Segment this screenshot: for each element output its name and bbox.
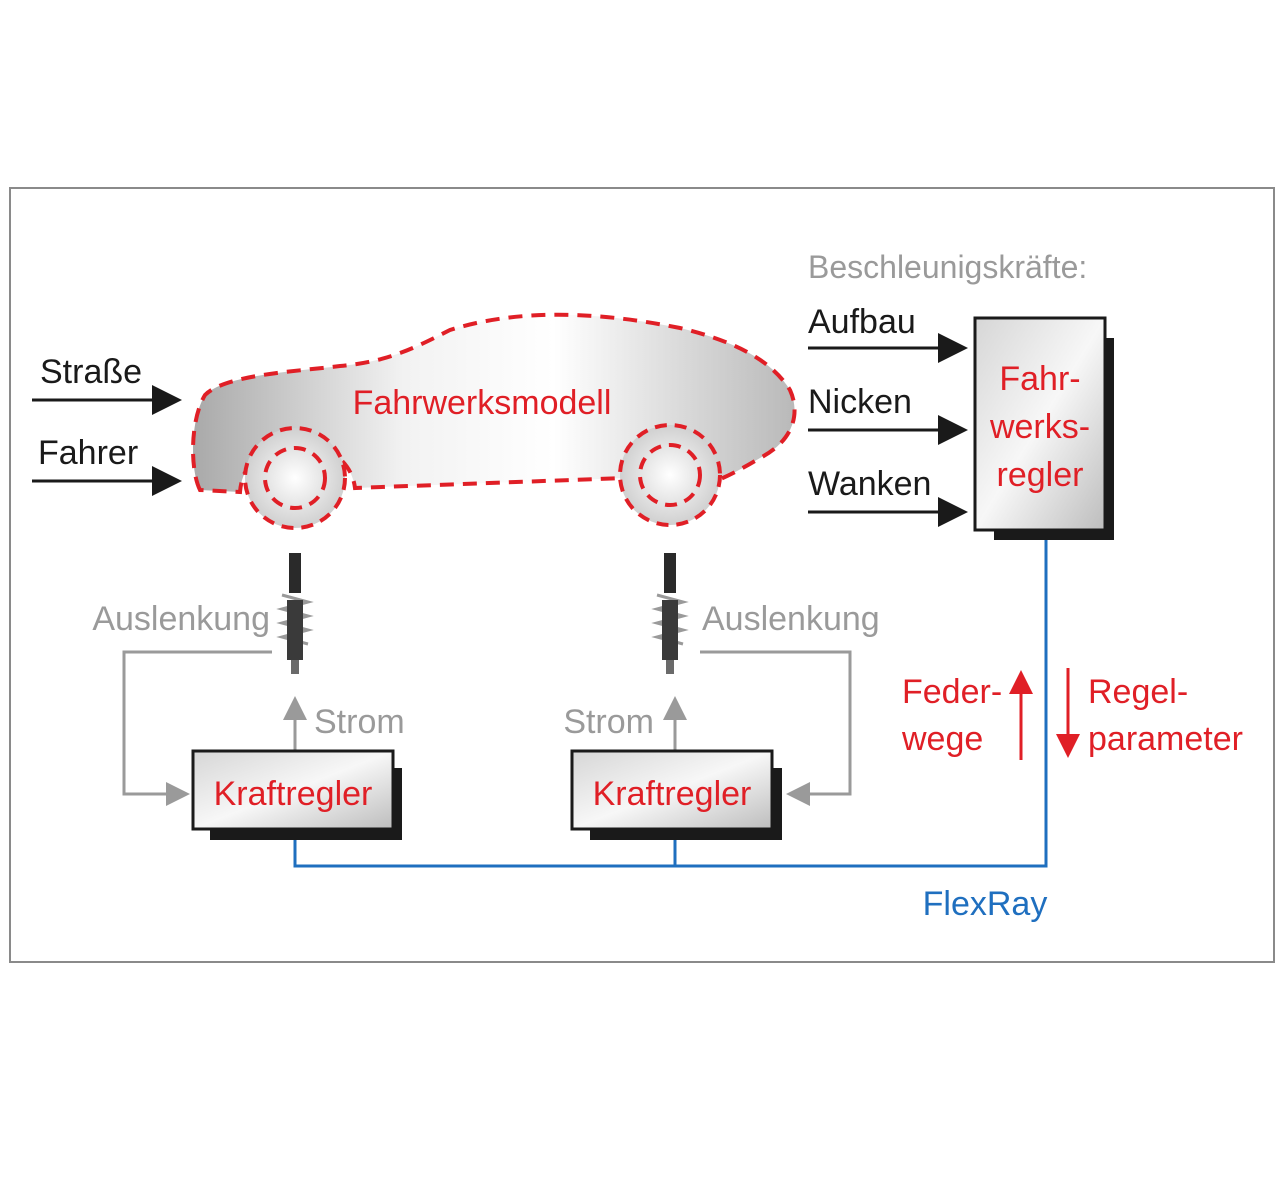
chassis-controller-label-2: werks- — [989, 408, 1090, 446]
regelparameter-label-2: parameter — [1088, 720, 1243, 758]
front-wheel-outer — [243, 426, 347, 530]
left-damper-icon — [276, 553, 314, 674]
force-controller-right-label: Kraftregler — [593, 775, 752, 813]
front-wheel-inner — [263, 446, 327, 510]
auslenkung-right-label: Auslenkung — [702, 600, 880, 638]
right-damper-icon — [651, 553, 689, 674]
left-feedback-arrow — [122, 650, 272, 806]
federwege-label-1: Feder- — [902, 673, 1002, 711]
rear-wheel-inner — [638, 443, 702, 507]
chassis-controller-label-3: regler — [997, 456, 1084, 494]
chassis-controller-box — [973, 316, 1107, 532]
input-strasse-label: Straße — [40, 353, 142, 391]
force-controller-right-box — [570, 749, 774, 831]
nicken-label: Nicken — [808, 383, 912, 421]
car-model: Fahrwerksmodell — [191, 312, 797, 530]
federwege-label-2: wege — [901, 720, 983, 758]
chassis-controller-label-1: Fahr- — [999, 360, 1080, 398]
acceleration-title: Beschleunigskräfte: — [808, 249, 1087, 285]
strom-right-label: Strom — [563, 703, 654, 741]
aufbau-label: Aufbau — [808, 303, 916, 341]
diagram-frame — [9, 187, 1275, 963]
force-controller-right: Kraftregler — [570, 749, 782, 840]
input-fahrer-label: Fahrer — [38, 434, 138, 472]
force-controller-left: Kraftregler — [191, 749, 402, 840]
flexray-bus — [293, 540, 1048, 868]
auslenkung-left-label: Auslenkung — [92, 600, 270, 638]
force-controller-left-label: Kraftregler — [214, 775, 373, 813]
wanken-label: Wanken — [808, 465, 931, 503]
strom-left-label: Strom — [314, 703, 405, 741]
rear-wheel-outer — [618, 423, 722, 527]
right-feedback-arrow — [700, 650, 852, 806]
chassis-controller: Fahr- werks- regler — [973, 316, 1114, 540]
force-controller-left-box — [191, 749, 395, 831]
regelparameter-label-1: Regel- — [1088, 673, 1188, 711]
flexray-label: FlexRay — [923, 885, 1048, 923]
car-model-label: Fahrwerksmodell — [353, 384, 612, 422]
